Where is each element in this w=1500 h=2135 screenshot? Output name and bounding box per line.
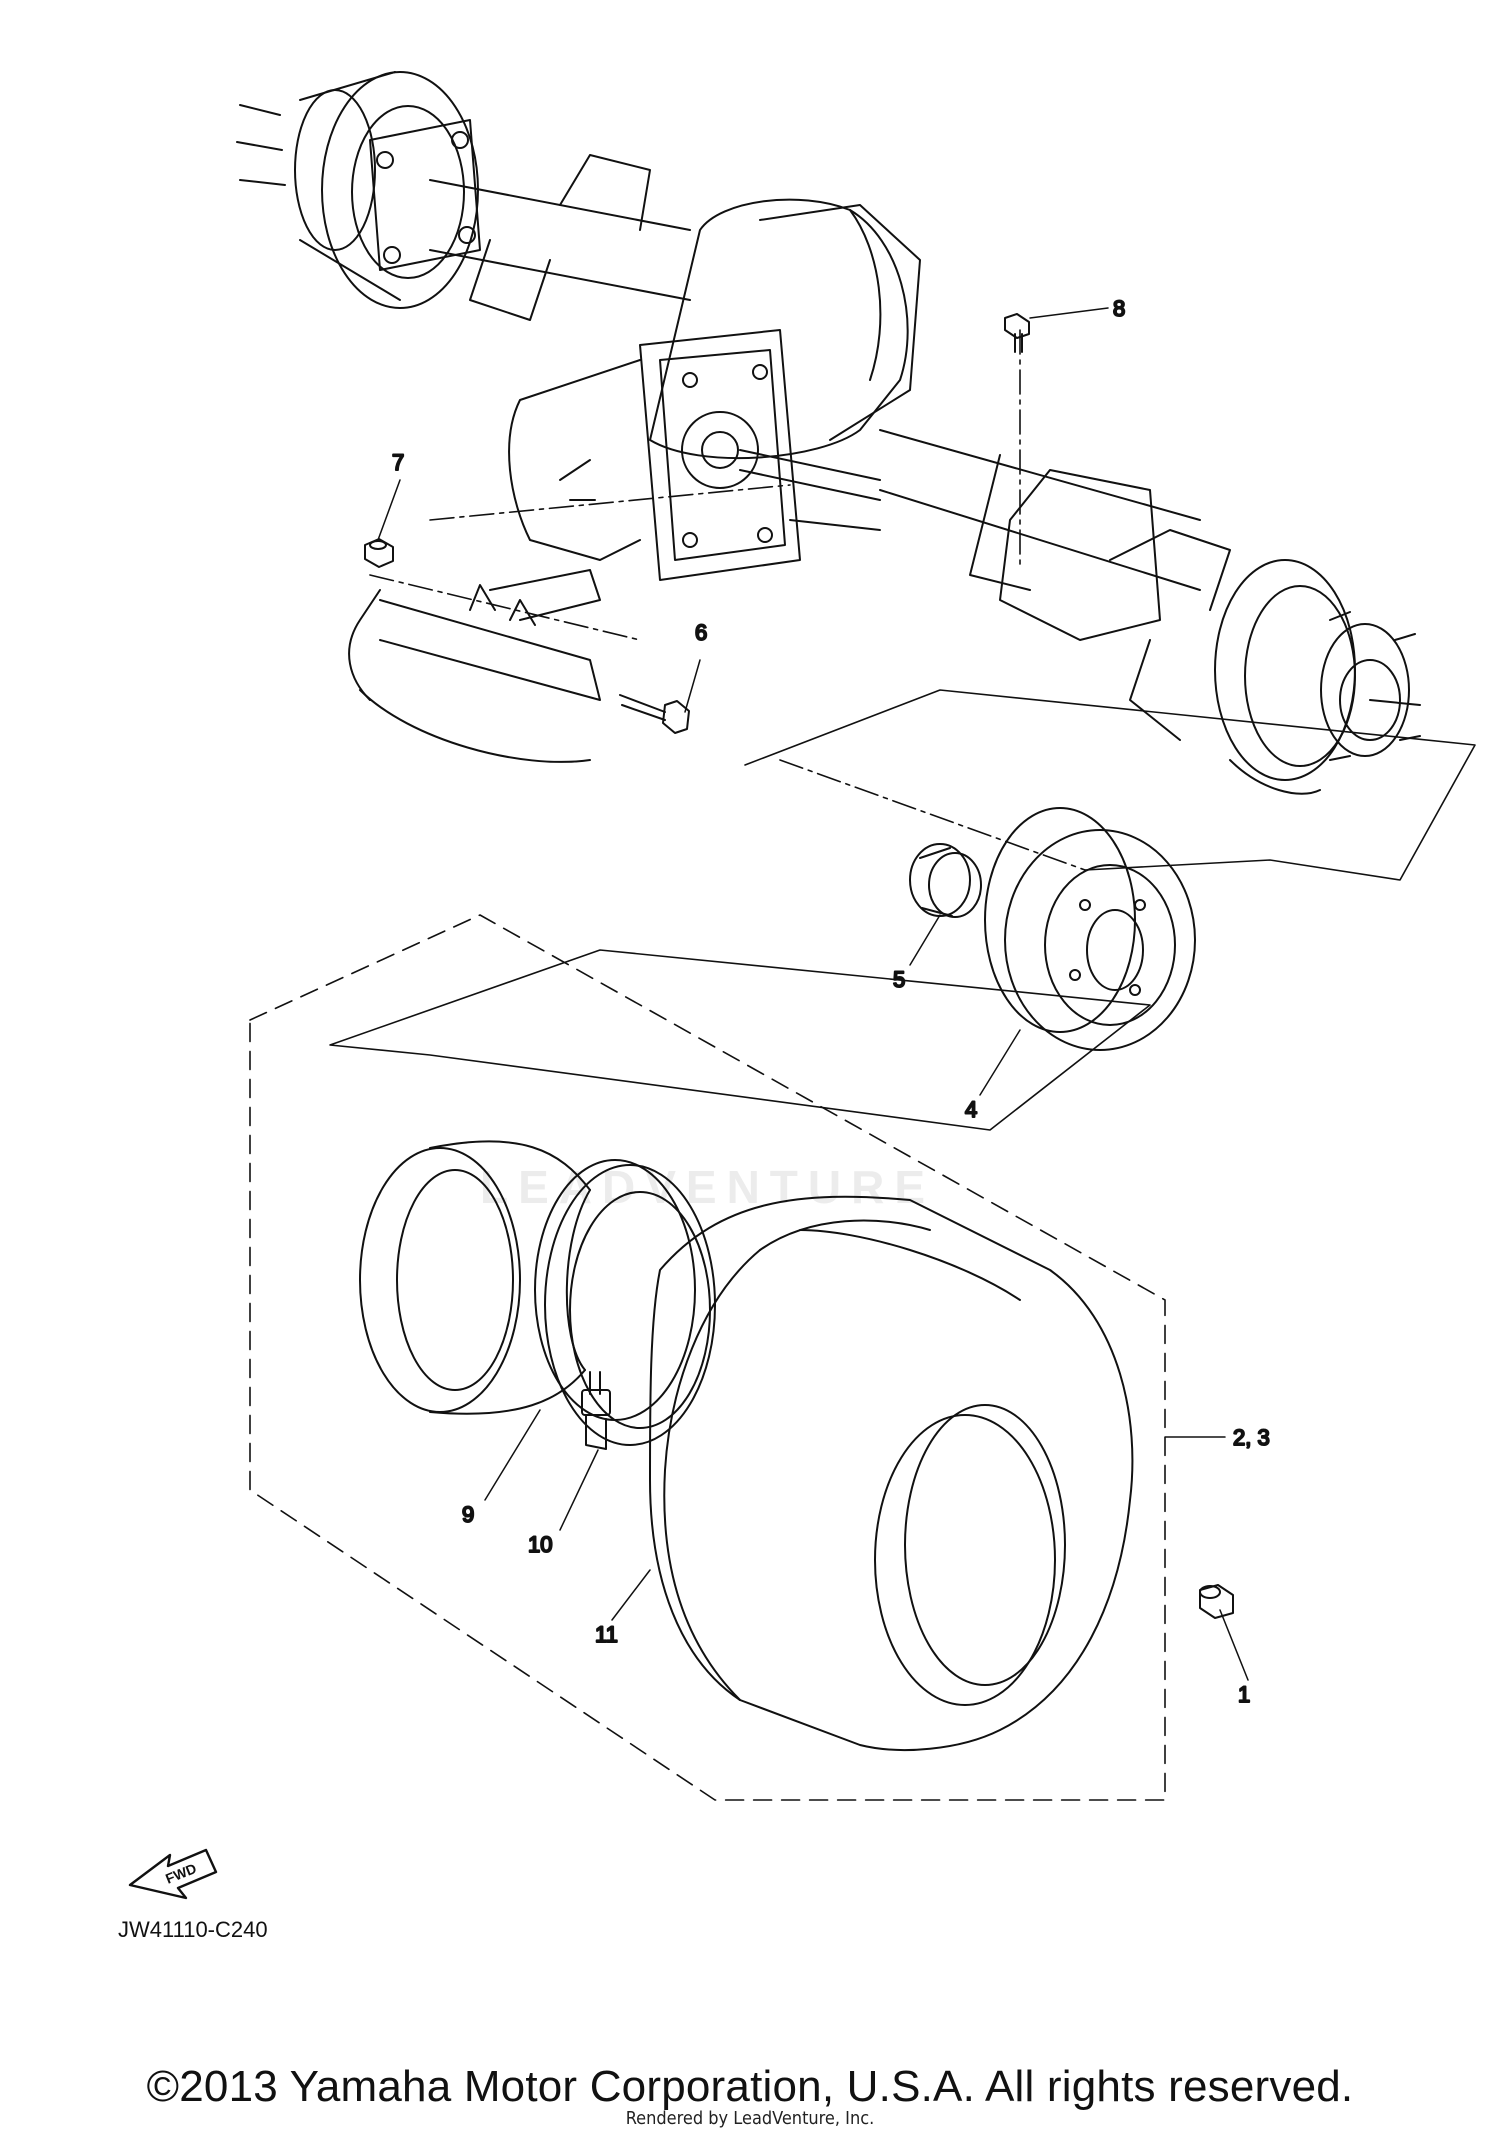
diagram-code: JW41110-C240: [118, 1917, 268, 1942]
wheel-rim: [359, 1140, 716, 1446]
flange-bolt-6: [619, 694, 690, 734]
assembly-centerlines: [369, 329, 1086, 871]
hub-cap: [909, 843, 982, 918]
flange-bolt-8: [1004, 313, 1030, 353]
callout-7: 7: [392, 450, 404, 475]
callout-9: 9: [462, 1502, 474, 1527]
callout-6: 6: [695, 620, 707, 645]
part-callouts: 1 2, 3 4 5 6 7 8 9 10 11: [391, 295, 1271, 1708]
callout-10: 10: [528, 1532, 552, 1557]
copyright-notice: ©2013 Yamaha Motor Corporation, U.S.A. A…: [146, 2062, 1354, 2111]
callout-5: 5: [893, 967, 905, 992]
hub-outline-box: [329, 689, 1476, 1131]
callout-2-3: 2, 3: [1233, 1425, 1270, 1450]
frame-mount: [348, 569, 601, 763]
nut-7: [364, 538, 394, 568]
brake-drum: [984, 807, 1196, 1051]
valve-stem: [581, 1371, 611, 1450]
forward-arrow-icon: FWD: [128, 1848, 218, 1900]
wheel-assembly-envelope: [249, 914, 1166, 1801]
rendered-by-credit: Rendered by LeadVenture, Inc.: [625, 2108, 875, 2129]
callout-4: 4: [965, 1097, 977, 1122]
leader-lines: [377, 307, 1249, 1681]
tire: [649, 1195, 1134, 1751]
callout-8: 8: [1113, 296, 1125, 321]
callout-11: 11: [595, 1622, 618, 1647]
callout-1: 1: [1238, 1682, 1250, 1707]
rear-axle-assembly: [236, 71, 1421, 795]
lug-nut: [1199, 1584, 1234, 1619]
